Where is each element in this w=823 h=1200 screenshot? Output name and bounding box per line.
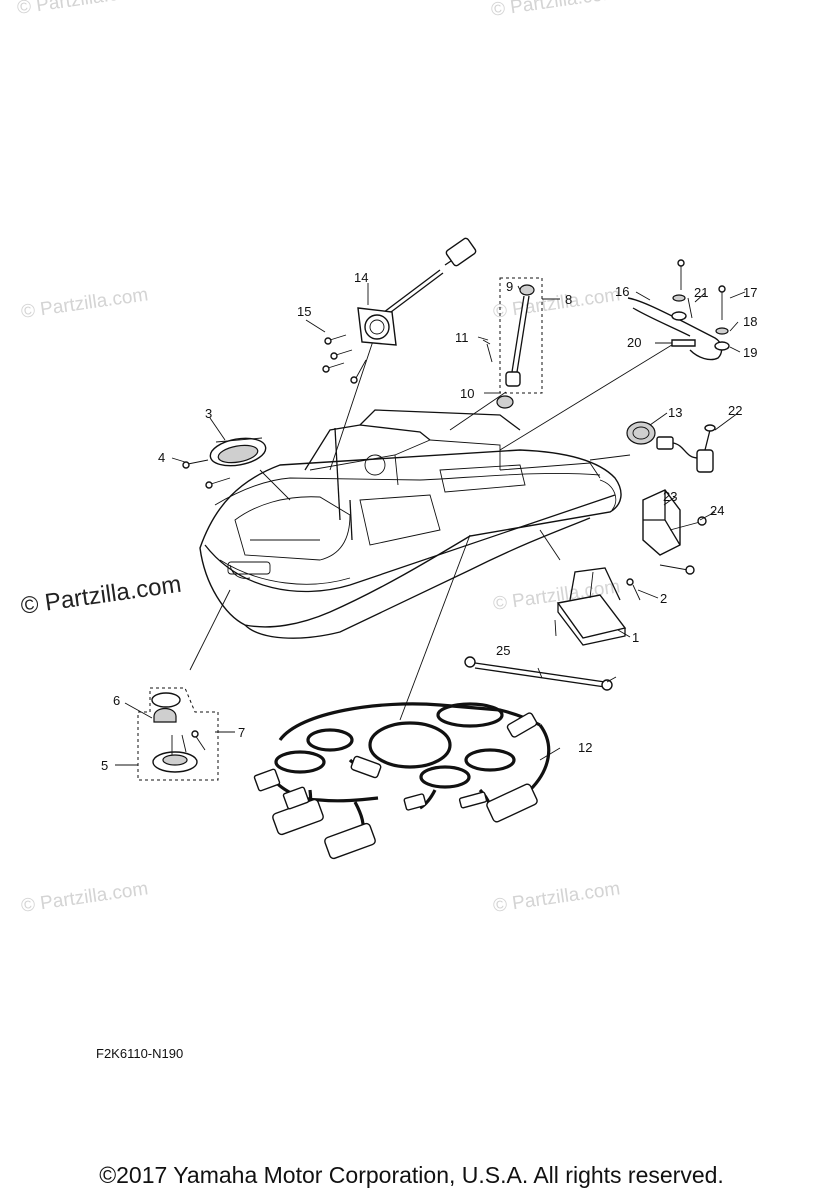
callout-13: 13 (668, 405, 682, 420)
part-22-sensor (656, 424, 716, 473)
callout-1: 1 (632, 630, 639, 645)
part-12-wire-harness (253, 702, 551, 860)
leader-lines (189, 319, 681, 721)
part-8-dipstick (482, 277, 543, 409)
callout-25: 25 (496, 643, 510, 658)
part-16-bracket (627, 259, 730, 361)
callout-10: 10 (460, 386, 474, 401)
watermark: © Partzilla.com (16, 0, 146, 19)
part-25-cable (464, 656, 613, 691)
callout-leaders (115, 283, 746, 766)
callout-3: 3 (205, 406, 212, 421)
watermark: © Partzilla.com (20, 284, 150, 323)
watermark: © Partzilla.com (490, 0, 620, 21)
callout-15: 15 (297, 304, 311, 319)
part-3-light (182, 437, 267, 489)
callout-23: 23 (663, 489, 677, 504)
callout-12: 12 (578, 740, 592, 755)
callout-17: 17 (743, 285, 757, 300)
callout-7: 7 (238, 725, 245, 740)
callouts: 1 2 3 4 5 6 7 8 9 10 11 12 13 14 15 16 1… (101, 270, 757, 773)
watermark: © Partzilla.com (20, 878, 150, 917)
callout-18: 18 (743, 314, 757, 329)
part-13-grommet (626, 421, 656, 445)
callout-21: 21 (694, 285, 708, 300)
callout-6: 6 (113, 693, 120, 708)
callout-19: 19 (743, 345, 757, 360)
callout-8: 8 (565, 292, 572, 307)
part-1-battery-tray (554, 567, 641, 646)
callout-20: 20 (627, 335, 641, 350)
part-14-connector (322, 237, 477, 384)
watermark: © Partzilla.com (492, 878, 622, 917)
callout-2: 2 (660, 591, 667, 606)
callout-22: 22 (728, 403, 742, 418)
callout-16: 16 (615, 284, 629, 299)
diagram-code: F2K6110-N190 (96, 1046, 184, 1061)
callout-4: 4 (158, 450, 165, 465)
callout-11: 11 (455, 330, 469, 345)
part-5-lamp (137, 687, 219, 781)
callout-5: 5 (101, 758, 108, 773)
callout-14: 14 (354, 270, 368, 285)
copyright-notice: ©2017 Yamaha Motor Corporation, U.S.A. A… (99, 1162, 724, 1188)
callout-24: 24 (710, 503, 724, 518)
watermark-dark: © Partzilla.com (19, 571, 183, 620)
callout-9: 9 (506, 279, 513, 294)
part-23-unit (642, 489, 707, 575)
